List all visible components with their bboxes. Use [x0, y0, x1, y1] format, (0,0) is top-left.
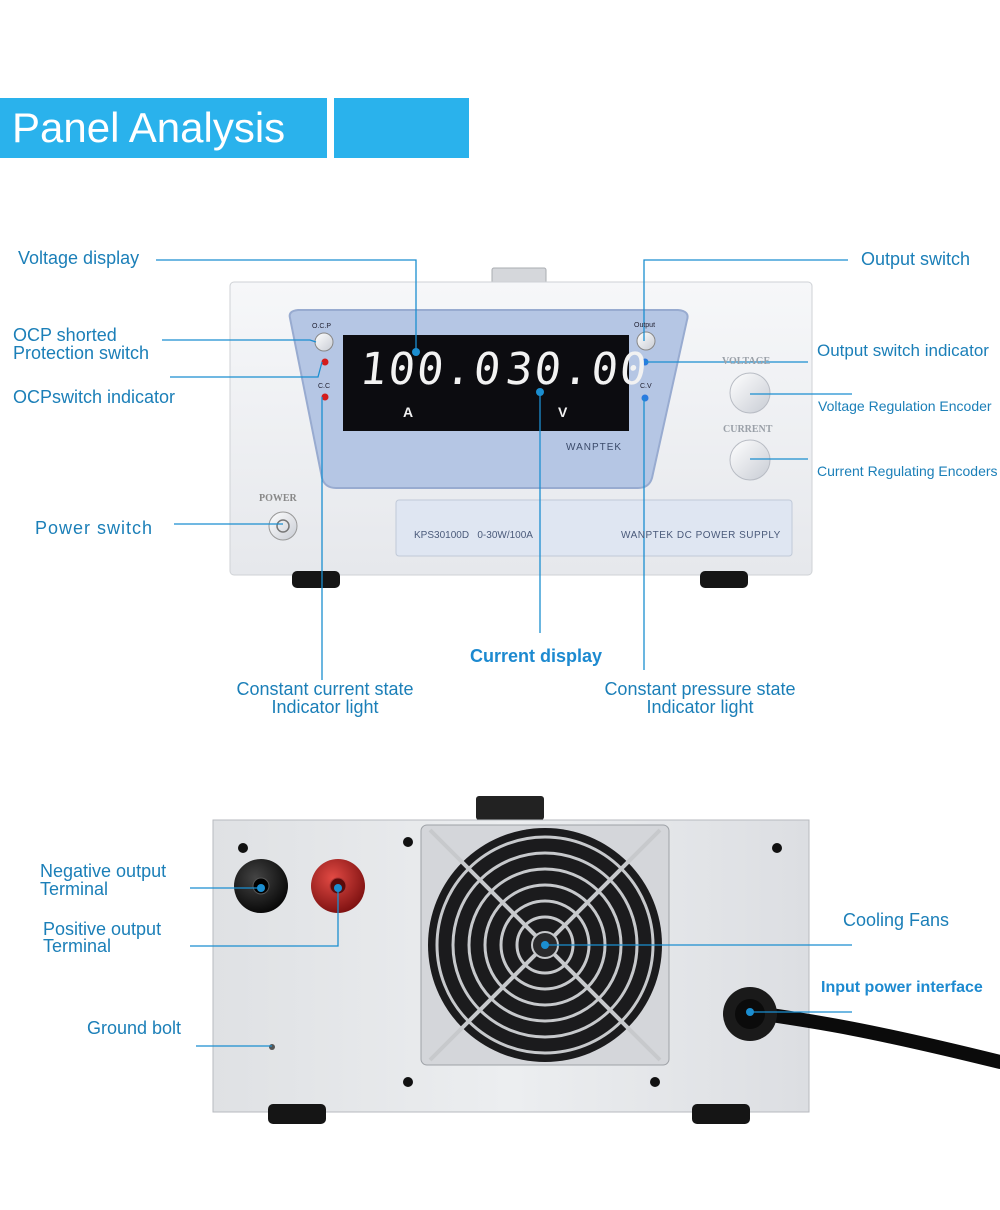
brand-logo: WANPTEK	[566, 442, 623, 453]
voltage-unit: V	[558, 404, 568, 420]
rear-handle	[476, 796, 544, 820]
label-positive-terminal-line2: Terminal	[43, 936, 112, 956]
ocp-button[interactable]	[314, 332, 334, 352]
label-cc-state-line1: Constant current state	[236, 679, 414, 699]
header-accent-block	[334, 98, 469, 158]
label-output-indicator: Output switch indicator	[817, 341, 989, 360]
label-voltage-display: Voltage display	[18, 248, 140, 268]
label-negative-terminal-line2: Terminal	[40, 879, 109, 899]
voltage-knob[interactable]	[729, 372, 771, 414]
output-button[interactable]	[636, 331, 656, 351]
voltage-readout: 30.00	[503, 344, 652, 395]
label-ocp-switch-line2: Protection switch	[13, 343, 150, 363]
rear-foot-right	[692, 1104, 750, 1124]
product-text: WANPTEK DC POWER SUPPLY	[621, 530, 781, 541]
rear-foot-left	[268, 1104, 326, 1124]
current-unit: A	[403, 404, 414, 420]
label-current-display: Current display	[470, 646, 603, 666]
label-cc-state-line2: Indicator light	[271, 697, 379, 717]
label-power-switch: Power switch	[35, 518, 154, 538]
current-readout: 100.0	[357, 344, 506, 395]
label-cooling-fans: Cooling Fans	[843, 910, 950, 930]
front-foot-right	[700, 571, 748, 588]
callout-lines	[156, 259, 852, 1047]
ocp-label: O.C.P	[312, 323, 332, 330]
lcd-window	[343, 335, 629, 431]
label-negative-terminal-line1: Negative output	[40, 861, 167, 881]
cc-led	[321, 393, 329, 401]
cv-led	[641, 394, 649, 402]
label-positive-terminal-line1: Positive output	[43, 919, 162, 939]
power-button[interactable]	[268, 511, 298, 541]
model-plate	[395, 499, 793, 557]
label-output-switch: Output switch	[861, 249, 971, 269]
front-foot-left	[292, 571, 340, 588]
ocp-led	[321, 358, 329, 366]
current-knob-label: CURRENT	[723, 424, 773, 435]
power-label: POWER	[259, 493, 297, 504]
label-ocp-indicator: OCPswitch indicator	[13, 387, 176, 407]
cv-label: C.V	[640, 383, 652, 390]
ground-bolt	[269, 1044, 275, 1050]
page-title: Panel Analysis	[0, 98, 327, 158]
power-icon	[276, 519, 290, 533]
label-input-power: Input power interface	[821, 979, 983, 996]
cc-label: C.C	[318, 383, 331, 390]
label-voltage-encoder: Voltage Regulation Encoder	[818, 398, 992, 414]
label-ocp-switch-line1: OCP shorted	[13, 325, 117, 345]
label-current-encoder: Current Regulating Encoders	[817, 463, 998, 479]
label-cv-state-line2: Indicator light	[646, 697, 754, 717]
label-ground-bolt: Ground bolt	[87, 1018, 182, 1038]
voltage-knob-label: VOLTAGE	[722, 356, 771, 367]
model-text: KPS30100D 0-30W/100A	[414, 530, 533, 541]
current-knob[interactable]	[729, 439, 771, 481]
output-label: Output	[634, 322, 656, 329]
label-cv-state-line1: Constant pressure state	[604, 679, 796, 699]
